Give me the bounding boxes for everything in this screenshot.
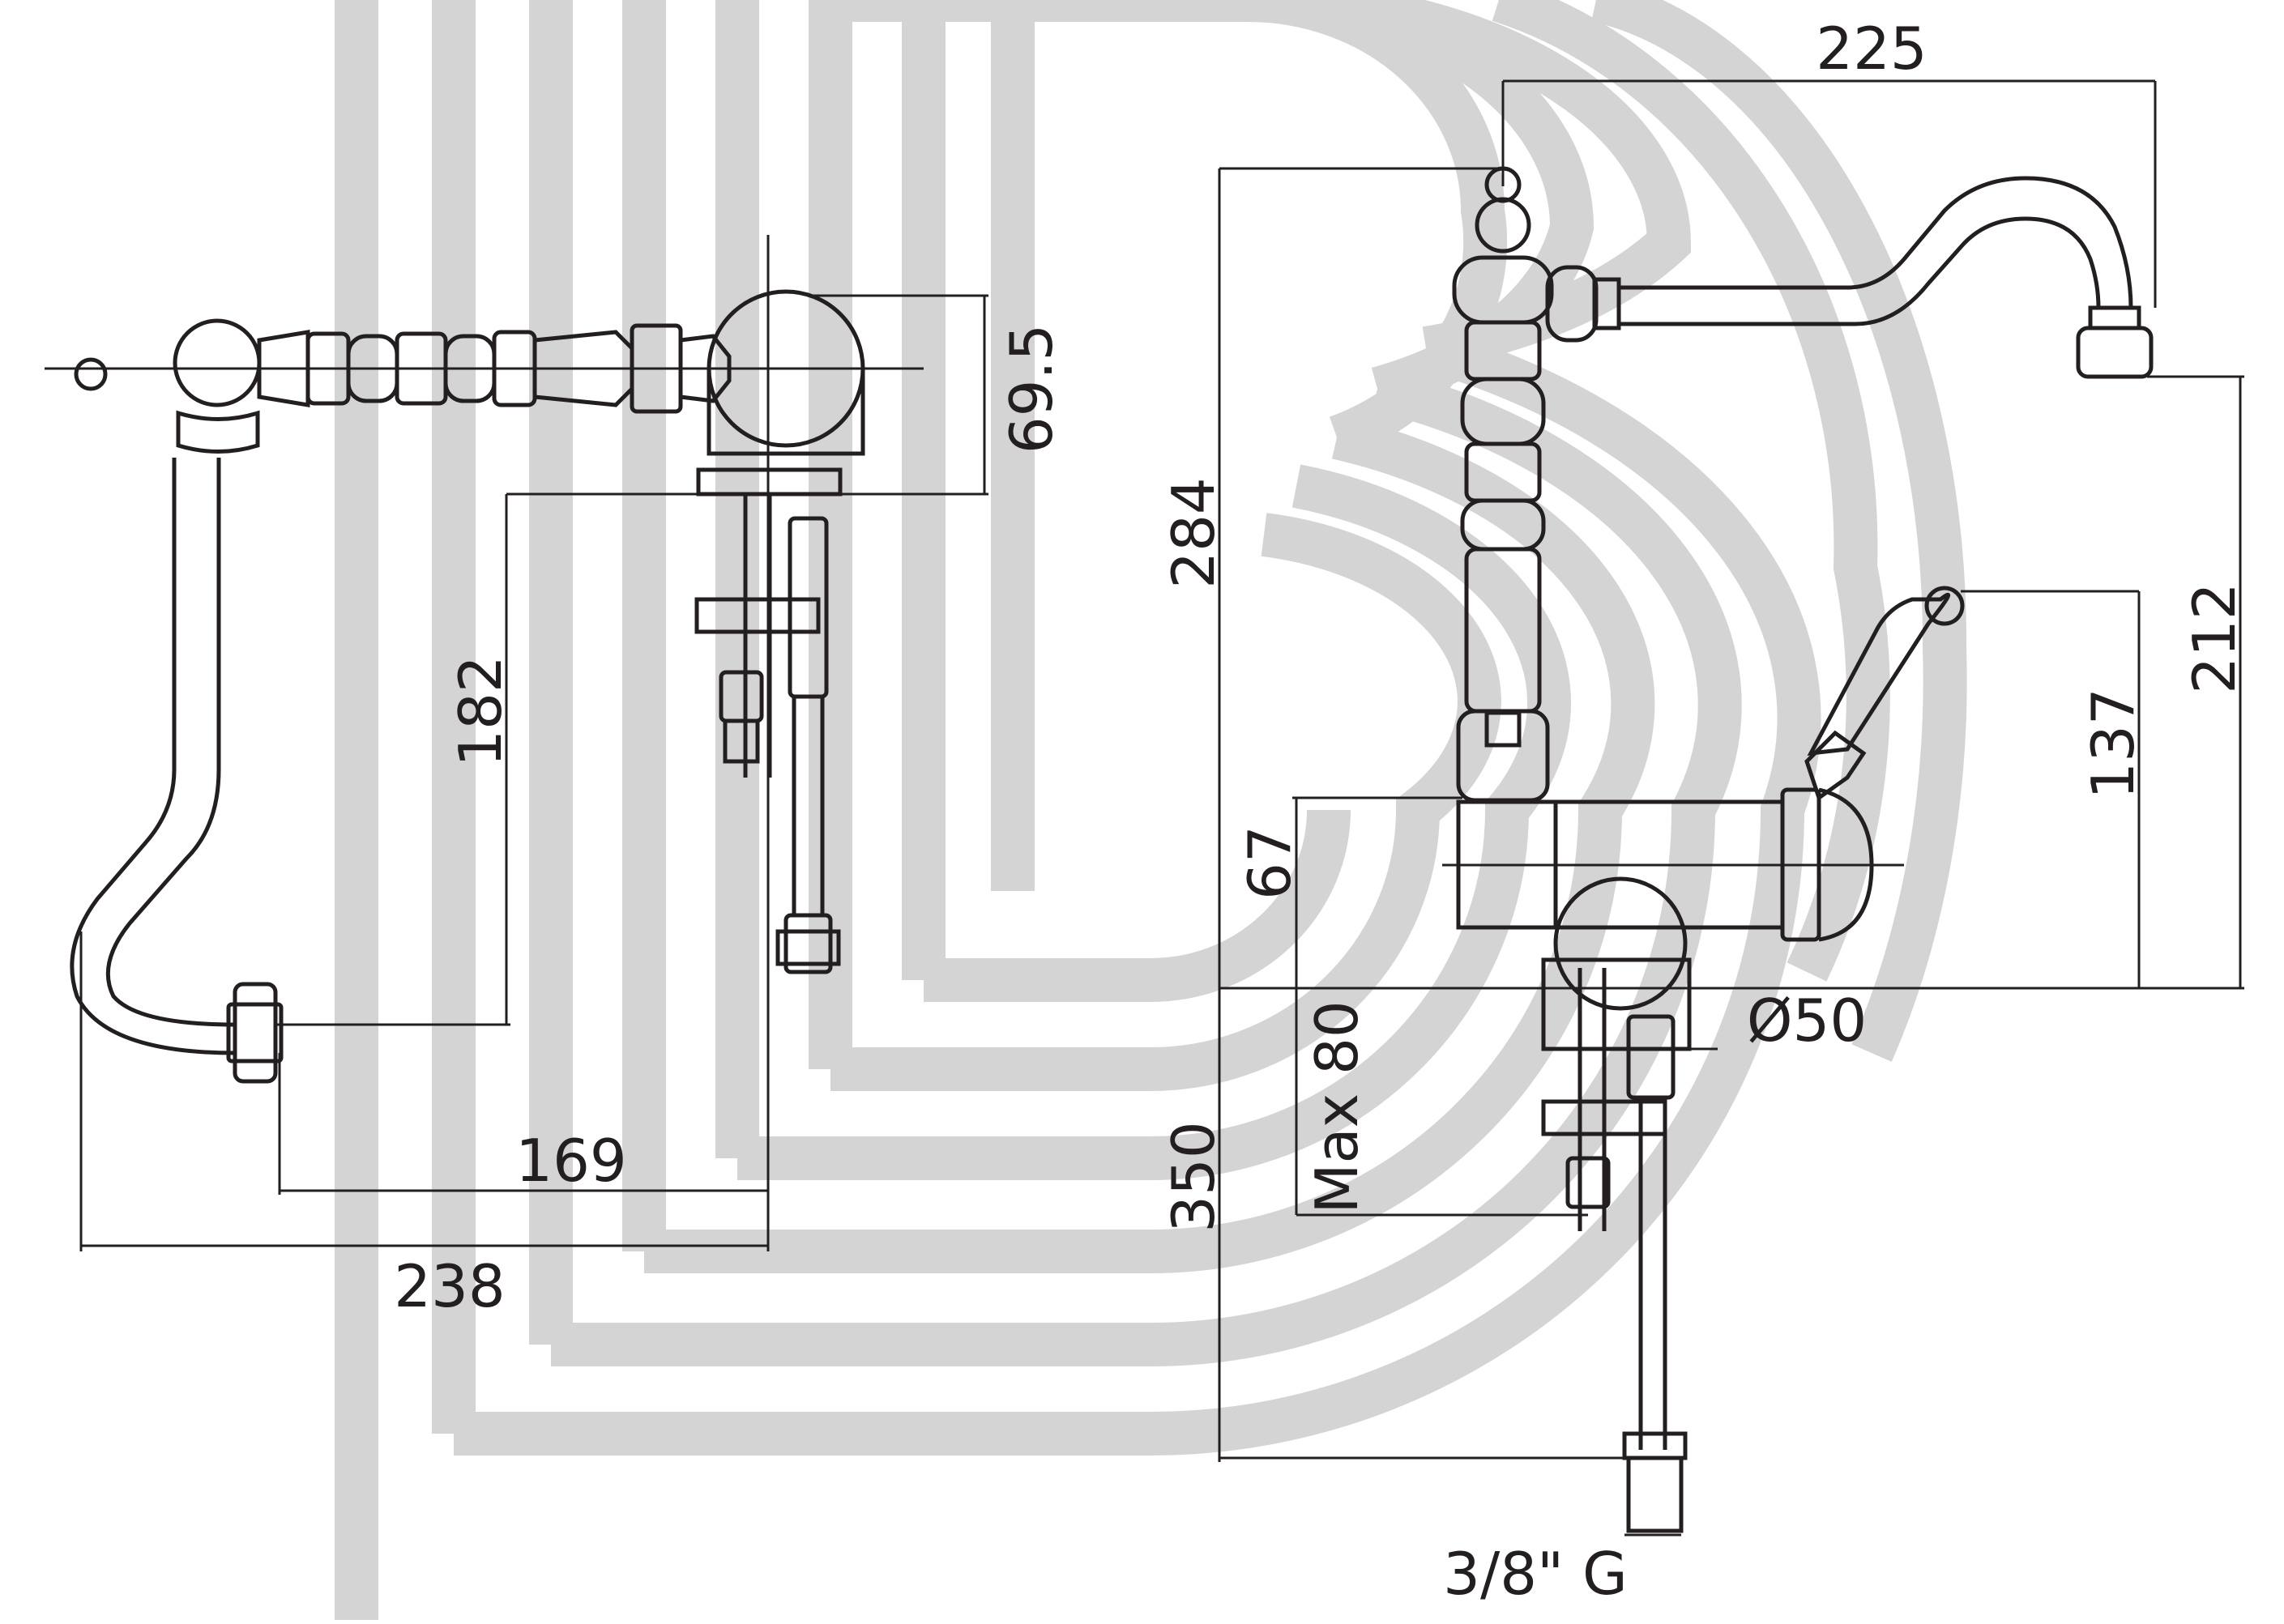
dim-label-284: 284: [1159, 477, 1227, 588]
dim-label-225: 225: [1816, 15, 1927, 83]
dim-label-69-5: 69.5: [997, 324, 1065, 454]
dim-label-diameter-50: Ø50: [1747, 987, 1867, 1055]
top-view-dimension-lines: [79, 235, 988, 1251]
dim-label-169: 169: [515, 1127, 626, 1195]
dim-label-67: 67: [1236, 825, 1304, 900]
dim-label-connection-3-8-g: 3/8" G: [1443, 1540, 1628, 1608]
dim-label-max-80: Max 80: [1303, 1000, 1371, 1213]
top-view-drawing: [45, 289, 924, 1084]
dim-label-212: 212: [2180, 582, 2248, 693]
dim-label-182: 182: [446, 655, 514, 766]
side-view-dimension-lines: [1218, 79, 2244, 1537]
dim-label-350: 350: [1159, 1121, 1227, 1232]
bb-monogram-logo-icon: [335, 0, 1967, 1620]
dim-label-238: 238: [394, 1252, 505, 1320]
side-view-drawing: [1442, 166, 2154, 1533]
dim-label-137: 137: [2079, 688, 2147, 799]
